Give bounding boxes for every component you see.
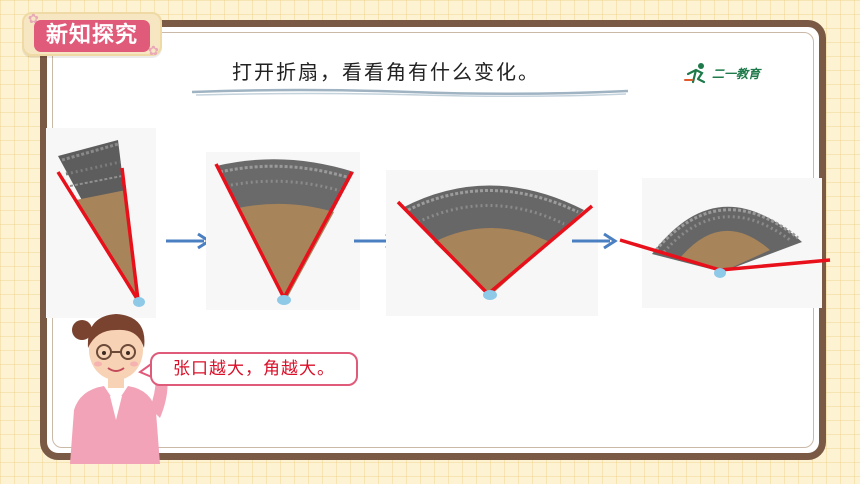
- flower-decoration-icon: ✿: [28, 12, 39, 27]
- brand-logo: 二一教育: [684, 60, 804, 86]
- angle-side-line: [282, 171, 354, 299]
- flower-decoration-icon: ✿: [148, 44, 159, 59]
- angle-side-line: [396, 200, 490, 296]
- angle-vertex: [714, 268, 726, 278]
- angle-side-line: [619, 238, 721, 272]
- angle-side-line: [486, 204, 594, 296]
- angle-vertex: [133, 297, 145, 307]
- teacher-illustration: [70, 314, 168, 464]
- angle-side-line: [56, 171, 140, 301]
- brand-logo-text: 二一教育: [712, 66, 761, 81]
- angle-vertex: [483, 290, 497, 300]
- section-tag-label: 新知探究: [34, 20, 150, 52]
- fan-wide-open: [386, 170, 598, 316]
- folding-fan-image: [652, 206, 802, 272]
- section-tag: ✿ ✿ 新知探究: [22, 12, 162, 59]
- fan-closed: [46, 128, 156, 318]
- right-arrow-icon: [166, 232, 212, 250]
- speech-bubble-text: 张口越大，角越大。: [173, 359, 335, 379]
- fan-half-open: [206, 152, 360, 310]
- title-underline: [191, 88, 629, 98]
- right-arrow-icon: [572, 232, 618, 250]
- folding-fan-image: [216, 159, 354, 300]
- runner-logo-icon: [684, 63, 706, 84]
- angle-vertex: [277, 295, 291, 305]
- angle-side-line: [120, 167, 140, 301]
- angle-side-line: [214, 163, 286, 299]
- page-title: 打开折扇，看看角有什么变化。: [232, 60, 540, 84]
- fan-fully-open: [619, 178, 831, 308]
- speech-bubble: 张口越大，角越大。: [150, 352, 358, 386]
- folding-fan-image: [402, 185, 584, 296]
- angle-side-line: [719, 258, 831, 272]
